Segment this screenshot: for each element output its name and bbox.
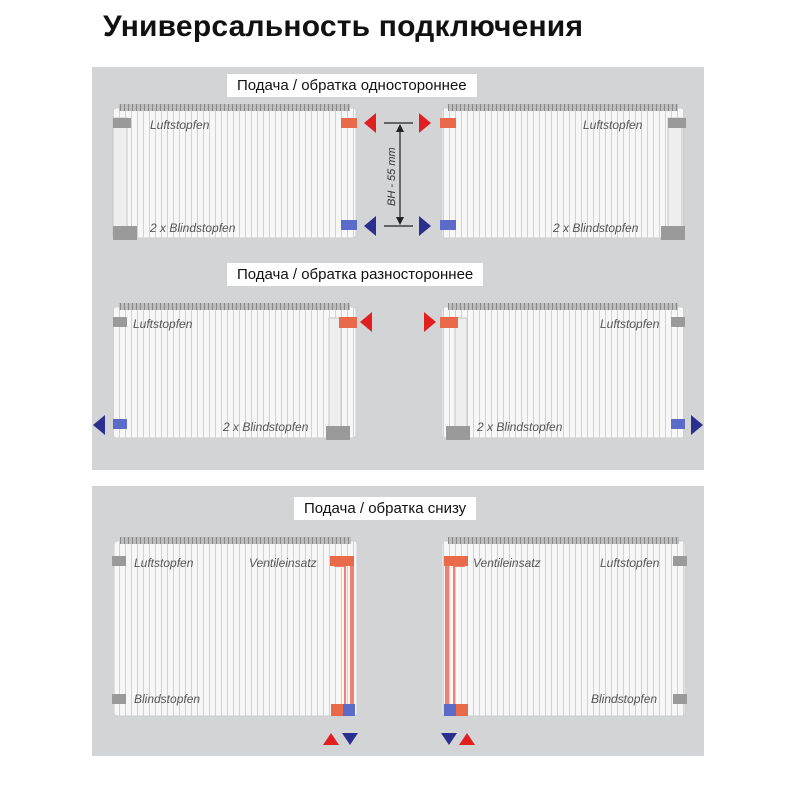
air-plug-label: Luftstopfen (150, 118, 210, 132)
blind-plugs-label: 2 x Blindstopfen (149, 221, 236, 235)
valve-insert-label: Ventileinsatz (473, 556, 541, 570)
supply-arrow (360, 312, 372, 332)
blind-plugs-label: 2 x Blindstopfen (476, 420, 563, 434)
section-label-bottom: Подача / обратка снизу (294, 497, 477, 520)
return-arrow (419, 216, 431, 236)
blind-plugs-label: 2 x Blindstopfen (222, 420, 309, 434)
air-plug-label: Luftstopfen (133, 317, 193, 331)
return-arrow (441, 733, 457, 745)
air-plug-label: Luftstopfen (600, 556, 660, 570)
dimension-label: BH - 55 mm (386, 147, 398, 206)
return-arrow (342, 733, 358, 745)
radiator-diagonal-left: Luftstopfen 2 x Blindstopfen (112, 303, 357, 440)
valve-insert-label: Ventileinsatz (249, 556, 317, 570)
air-plug-label: Luftstopfen (600, 317, 660, 331)
supply-arrow (459, 733, 475, 745)
dimension-marker: BH - 55 mm (384, 122, 413, 227)
blind-plugs-label: 2 x Blindstopfen (552, 221, 639, 235)
return-arrow (691, 415, 703, 435)
supply-arrow (419, 113, 431, 133)
radiator-bottom-right: Ventileinsatz Luftstopfen Blindstopfen (441, 537, 687, 717)
radiator-one-side-left: Luftstopfen 2 x Blindstopfen (112, 104, 357, 240)
air-plug-label: Luftstopfen (134, 556, 194, 570)
return-arrow (364, 216, 376, 236)
supply-arrow (323, 733, 339, 745)
supply-arrow (364, 113, 376, 133)
blind-plug-label: Blindstopfen (134, 692, 200, 706)
radiator-one-side-right: Luftstopfen 2 x Blindstopfen (440, 104, 686, 240)
page-title: Универсальность подключения (103, 10, 584, 43)
air-plug-label: Luftstopfen (583, 118, 643, 132)
blind-plug-label: Blindstopfen (591, 692, 657, 706)
return-arrow (93, 415, 105, 435)
section-label-diagonal: Подача / обратка разностороннее (227, 263, 484, 286)
section-label-one-side: Подача / обратка одностороннее (227, 74, 477, 97)
radiator-bottom-left: Luftstopfen Ventileinsatz Blindstopfen (112, 537, 358, 717)
radiator-diagonal-right: Luftstopfen 2 x Blindstopfen (440, 303, 685, 440)
supply-arrow (424, 312, 436, 332)
